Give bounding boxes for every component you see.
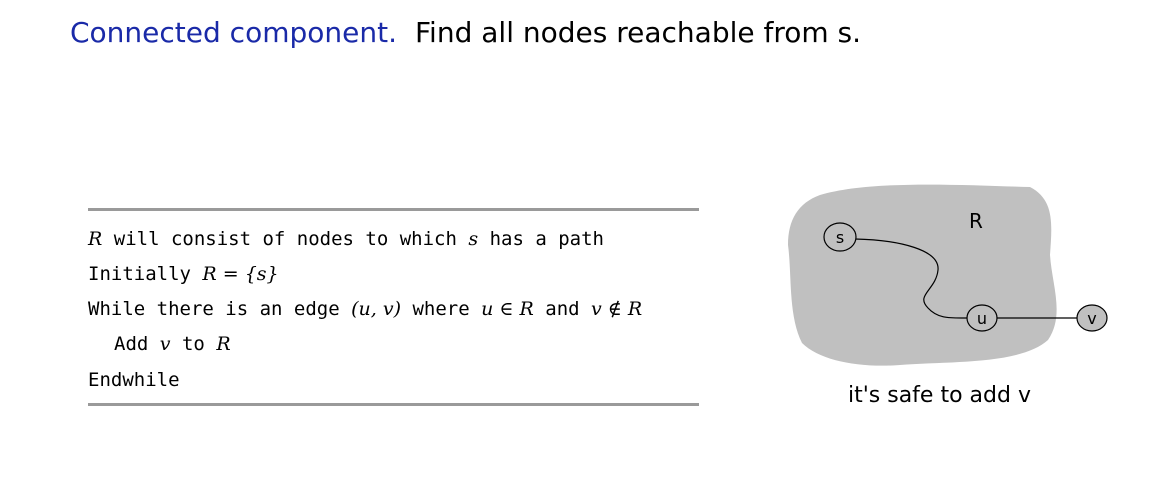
node-u bbox=[966, 304, 998, 332]
math-u-in-r: u ∈ R bbox=[481, 298, 534, 320]
line3-text: While there is an edge bbox=[88, 298, 340, 320]
math-edge: (u, v) bbox=[351, 298, 401, 320]
reachability-diagram: R s u v bbox=[788, 184, 1108, 366]
math-initial-set: R = {s} bbox=[202, 263, 279, 285]
node-s-label: s bbox=[836, 228, 844, 247]
line1-text-end: has a path bbox=[489, 228, 604, 250]
region-r-blob bbox=[788, 184, 1057, 366]
path-s-to-u bbox=[854, 238, 968, 319]
algorithm-bottom-rule bbox=[88, 403, 699, 406]
math-v-not-in-r: v ∉ R bbox=[591, 298, 643, 320]
algorithm-line-5: Endwhile bbox=[88, 369, 180, 391]
math-v: v bbox=[159, 333, 171, 355]
region-r-label: R bbox=[969, 209, 983, 233]
math-r: R bbox=[88, 228, 103, 250]
line3-and: and bbox=[545, 298, 580, 320]
algorithm-line-3: While there is an edge (u, v) where u ∈ … bbox=[88, 298, 642, 320]
algorithm-top-rule bbox=[88, 208, 699, 211]
line1-text: will consist of nodes to which bbox=[113, 228, 457, 250]
line5-text: Endwhile bbox=[88, 369, 180, 391]
algorithm-line-2: Initially R = {s} bbox=[88, 263, 279, 285]
node-u-label: u bbox=[977, 309, 987, 328]
node-s bbox=[823, 222, 857, 252]
line4-add: Add bbox=[114, 333, 149, 355]
math-s: s bbox=[468, 228, 479, 250]
diagram-caption: it's safe to add v bbox=[848, 383, 1031, 408]
node-v-label: v bbox=[1087, 309, 1096, 328]
algorithm-line-1: R will consist of nodes to which s has a… bbox=[88, 228, 604, 250]
math-r-2: R bbox=[216, 333, 231, 355]
line2-text: Initially bbox=[88, 263, 191, 285]
line3-where: where bbox=[412, 298, 470, 320]
algorithm-line-4: Add v to R bbox=[114, 333, 231, 355]
line4-to: to bbox=[181, 333, 205, 355]
node-v bbox=[1076, 304, 1108, 332]
title-keyword: Connected component. bbox=[70, 16, 397, 49]
slide-title: Connected component. Find all nodes reach… bbox=[70, 16, 861, 49]
title-text: Find all nodes reachable from s. bbox=[414, 16, 862, 49]
